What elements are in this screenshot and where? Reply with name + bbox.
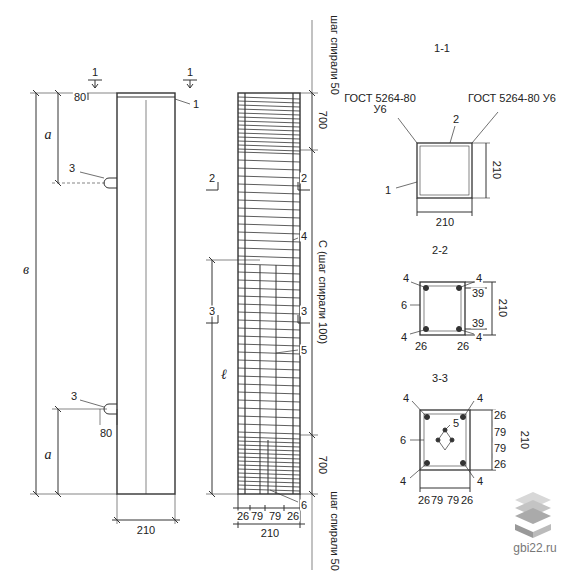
dimension-label: 3: [70, 391, 78, 402]
dimension-label: 2: [452, 114, 460, 125]
dimension-label: 1: [384, 185, 392, 196]
dimension-label: a: [44, 128, 53, 142]
dimension-label: ГОСТ 5264-80 У6: [466, 93, 558, 104]
dimension-label: 80: [99, 428, 113, 439]
dimension-label: 210: [136, 525, 156, 536]
dimension-label: 210: [260, 528, 280, 539]
dimension-label: 6: [399, 435, 407, 446]
dimension-label: 210: [497, 298, 508, 318]
dimension-label: 4: [475, 332, 483, 343]
dimension-label: 79: [493, 443, 507, 454]
dimension-label: 26: [460, 495, 474, 506]
dimension-label: ГОСТ 5264-80 У6: [342, 93, 418, 115]
dimension-label: 4: [399, 476, 407, 487]
dimension-label: 79: [446, 495, 460, 506]
dimension-label: 79: [430, 495, 444, 506]
dimension-label: 2-2: [431, 245, 449, 256]
dimension-label: 4: [400, 332, 408, 343]
dimension-label: 3-3: [431, 373, 449, 384]
dimension-label: 1: [186, 67, 194, 78]
dimension-label: 6: [400, 300, 408, 311]
dimension-label: 4: [476, 476, 484, 487]
dimension-label: 210: [491, 160, 502, 180]
dimension-label: 4: [476, 393, 484, 404]
dimension-label: 5: [452, 418, 460, 429]
dimension-label: 26: [456, 341, 470, 352]
dimension-label: 26: [493, 410, 507, 421]
dimension-label: 4: [300, 231, 308, 242]
dimension-label: 5: [300, 345, 308, 356]
dimension-label: 79: [250, 511, 264, 522]
dimension-label: 4: [402, 273, 410, 284]
dimension-label: 26: [414, 341, 428, 352]
dimension-label: 80: [73, 92, 87, 103]
dimension-label: 2: [300, 173, 308, 184]
dimension-label: 39: [471, 318, 485, 329]
dimension-label: 210: [435, 217, 455, 228]
dimension-label: 3: [68, 163, 76, 174]
dimension-label: 1-1: [433, 43, 451, 54]
watermark: gbi22.ru: [512, 542, 557, 554]
dimension-label: 79: [268, 511, 282, 522]
dimension-label: 3: [208, 306, 216, 317]
dimension-label: 2: [208, 173, 216, 184]
dimension-label: a: [44, 448, 53, 462]
dimension-label: 1: [91, 67, 99, 78]
dimension-label: 6: [300, 500, 308, 511]
dimension-label: шаг спирали 50: [329, 14, 340, 96]
dimension-label: 700: [317, 110, 328, 130]
dimension-label: 39: [471, 288, 485, 299]
dimension-label: ℓ: [220, 368, 228, 382]
dimension-label: 3: [300, 306, 308, 317]
dimension-label: С (шаг спирали 100): [317, 239, 328, 345]
dimension-label: в: [22, 263, 30, 277]
dimension-label: 4: [402, 393, 410, 404]
dimension-label: 700: [317, 455, 328, 475]
dimension-label: 4: [475, 273, 483, 284]
dimension-label: 79: [493, 427, 507, 438]
dimension-label: 210: [519, 430, 530, 450]
dimension-label: 26: [493, 459, 507, 470]
dimension-label: 26: [286, 511, 300, 522]
dimension-label: 1: [192, 99, 200, 110]
dimension-label: шаг спирали 50: [329, 490, 340, 572]
dimension-label: 26: [236, 511, 250, 522]
